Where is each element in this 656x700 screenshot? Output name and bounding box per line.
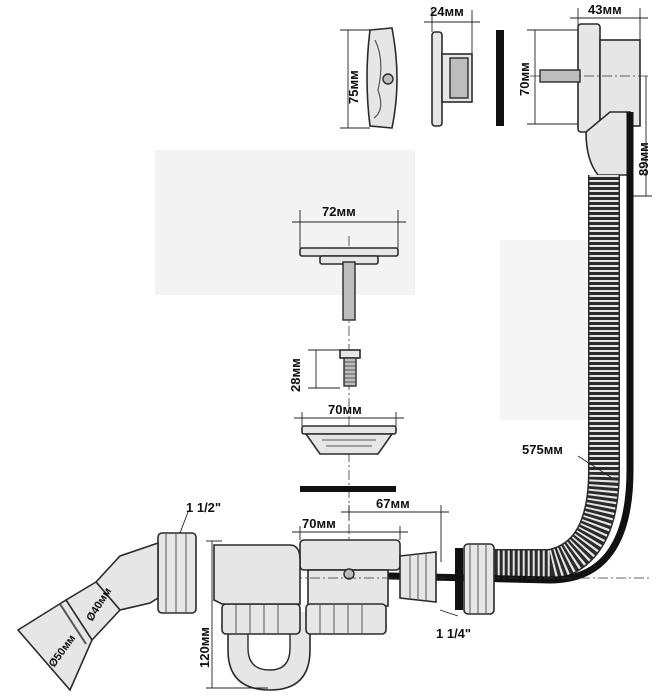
strainer-width-dimension: 70мм [294,402,404,426]
plate-height-dimension: 75мм [340,29,370,129]
overflow-flange [431,31,473,127]
stopper [299,247,399,321]
trap-height-dimension: 120мм [197,540,268,689]
stopper-width-dimension: 72мм [292,204,406,248]
corrugated-hose [349,112,634,584]
thread-small-annotation: 1 1/4" [436,609,471,641]
thread-large-label: 1 1/2" [186,500,221,515]
offset-67-dimension: 67мм [341,496,449,562]
thread-large-annotation: 1 1/2" [179,500,221,534]
overflow-connector [399,543,495,615]
overflow-drop-dimension: 89мм [630,76,652,197]
outlet-nut [157,532,197,614]
overflow-gasket [496,30,504,126]
background-watermark [155,150,620,420]
overflow-drop-label: 89мм [636,142,651,176]
overflow-height-dimension: 70мм [517,29,578,125]
body-width-label: 70мм [302,516,336,531]
drain-gasket [300,486,396,492]
strainer [301,425,397,455]
strainer-width-label: 70мм [328,402,362,417]
stopper-width-label: 72мм [322,204,356,219]
siphon-trap [213,544,387,691]
screw-length-label: 28мм [288,358,303,392]
overflow-depth-dimension: 24мм [424,4,480,54]
pipe-40mm: Ø40мм [64,580,122,642]
overflow-depth-label: 24мм [430,4,464,19]
overflow-cover-plate [366,27,398,129]
pipe-50mm: Ø50мм [16,598,93,692]
plate-height-label: 75мм [346,70,361,104]
screw [339,349,361,387]
siphon-drain-body [220,539,650,607]
screw-length-dimension: 28мм [288,349,340,392]
top-width-dimension: 43мм [570,2,648,40]
thread-small-label: 1 1/4" [436,626,471,641]
offset-67-label: 67мм [376,496,410,511]
body-width-dimension: 70мм [292,516,408,540]
trap-height-label: 120мм [197,627,212,668]
hose-length-label: 575мм [522,442,563,457]
top-width-label: 43мм [588,2,622,17]
overflow-height-label: 70мм [517,62,532,96]
hose-length-dimension: 575мм [522,442,613,479]
